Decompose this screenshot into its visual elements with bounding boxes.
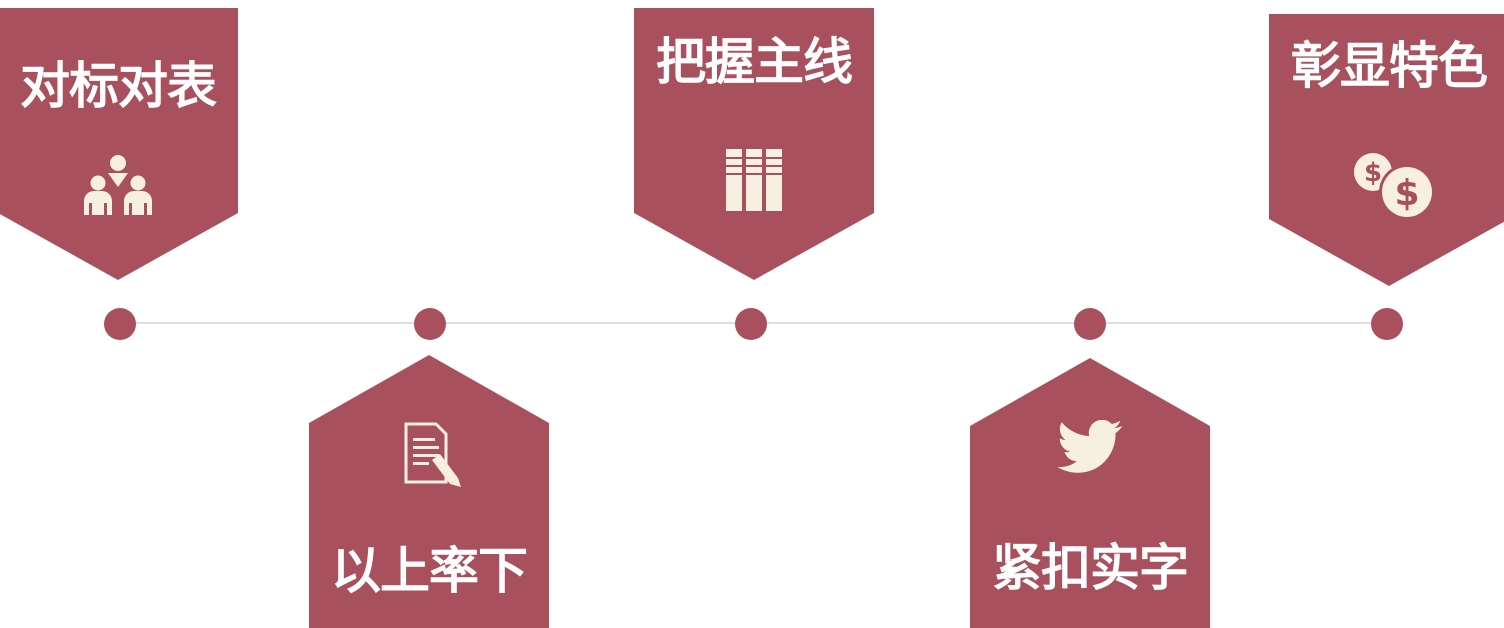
- pentagon-down-shape: [634, 8, 874, 280]
- milestone-card-2: 以上率下: [309, 355, 549, 628]
- timeline-node-1: [104, 308, 136, 340]
- svg-text:$: $: [1364, 158, 1382, 188]
- pentagon-down-shape: [0, 8, 238, 280]
- money-icon: $ $: [1354, 153, 1435, 220]
- timeline-node-3: [735, 308, 767, 340]
- milestone-label: 彰显特色: [1291, 37, 1488, 95]
- pentagon-down-shape: [1269, 14, 1504, 286]
- milestone-card-5: 彰显特色 $ $: [1269, 14, 1504, 286]
- timeline-node-5: [1371, 308, 1403, 340]
- timeline-node-4: [1074, 308, 1106, 340]
- bird-icon: [1058, 420, 1123, 473]
- timeline-node-2: [414, 308, 446, 340]
- milestone-label: 对标对表: [20, 57, 217, 115]
- team-icon: [84, 155, 152, 215]
- milestone-label: 以上率下: [331, 542, 528, 600]
- milestone-card-1: 对标对表: [0, 8, 238, 280]
- milestone-card-3: 把握主线: [634, 8, 874, 280]
- document-edit-icon: [404, 422, 461, 487]
- milestone-label: 紧扣实字: [992, 539, 1189, 597]
- pentagon-up-shape: [970, 358, 1210, 628]
- milestone-label: 把握主线: [656, 33, 853, 91]
- milestone-card-4: 紧扣实字: [970, 358, 1210, 628]
- pentagon-up-shape: [309, 355, 549, 628]
- svg-text:$: $: [1394, 173, 1419, 214]
- books-icon: [726, 149, 782, 211]
